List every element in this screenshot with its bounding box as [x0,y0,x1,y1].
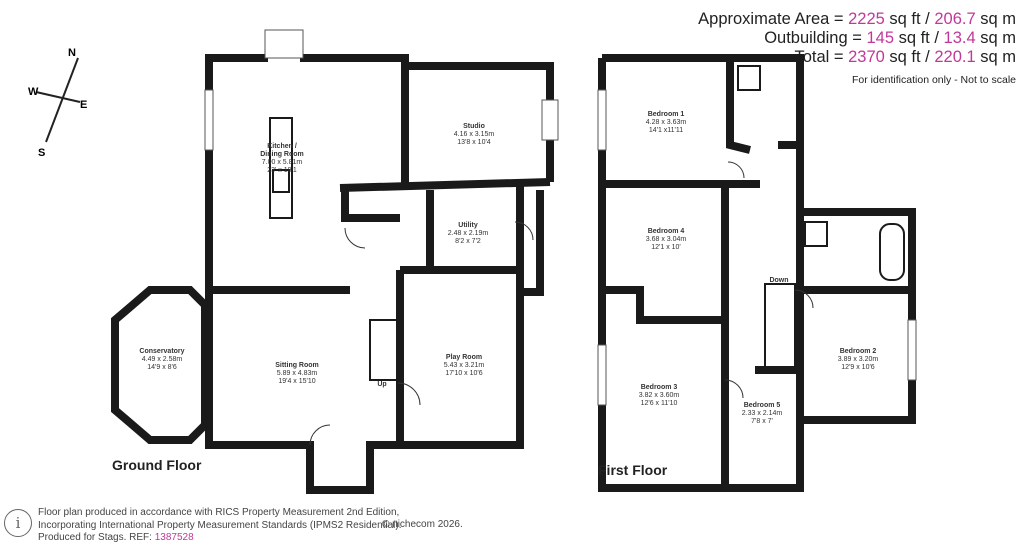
outbuilding-area: Outbuilding = 145 sq ft / 13.4 sq m [764,29,1016,47]
studio-label: Studio [463,123,485,130]
bedroom-2-label: Bedroom 2 [840,348,877,355]
kitchen-label: Kitchen / [267,143,297,150]
conservatory-imperial: 14'9 x 8'6 [147,364,177,371]
first-floor-plan: Bedroom 1 4.28 x 3.63m 14'1 x11'11 Bedro… [597,54,917,492]
bedroom-5-imperial: 7'8 x 7' [751,418,773,425]
footer-line-1: Floor plan produced in accordance with R… [38,507,400,518]
compass-east: E [80,99,87,111]
compass-south: S [38,147,45,159]
conservatory-metric: 4.49 x 2.58m [142,356,183,363]
french-doors [264,29,304,59]
bedroom-5-label: Bedroom 5 [744,402,781,409]
hob-icon [272,169,290,193]
bedroom-1-imperial: 14'1 x11'11 [649,127,683,134]
play-room-label: Play Room [446,354,482,361]
studio-imperial: 13'8 x 10'4 [457,139,491,146]
kitchen-island [269,117,293,219]
compass-north: N [68,47,76,59]
utility-label: Utility [458,222,478,229]
bedroom-1-label: Bedroom 1 [648,111,685,118]
play-room-metric: 5.43 x 3.21m [444,362,485,369]
bedroom-1-metric: 4.28 x 3.63m [646,119,687,126]
bedroom-3-label: Bedroom 3 [641,384,678,391]
bedroom-2-imperial: 12'9 x 10'6 [841,364,875,371]
shower-icon [737,65,761,91]
info-person-icon: i [4,509,32,537]
sitting-room-imperial: 19'4 x 15'10 [278,378,315,385]
compass-icon: N S E W [28,47,87,159]
footer-text: Floor plan produced in accordance with R… [38,507,402,545]
stairs-down-label: Down [769,277,788,284]
reference-number: 1387528 [154,532,194,543]
bedroom-4-label: Bedroom 4 [648,228,685,235]
ground-floor-label: Ground Floor [112,457,202,473]
conservatory-walls [111,286,209,444]
area-summary: Approximate Area = 2225 sq ft / 206.7 sq… [698,10,1016,90]
studio-metric: 4.16 x 3.15m [454,131,495,138]
utility-metric: 2.48 x 2.19m [448,230,489,237]
bedroom-4-metric: 3.68 x 3.04m [646,236,687,243]
utility-imperial: 8'2 x 7'2 [455,238,481,245]
footer-line-3: Produced for Stags. REF: 1387528 [38,532,194,543]
staircase [369,319,399,381]
approximate-area: Approximate Area = 2225 sq ft / 206.7 sq… [698,10,1016,28]
shower-icon-2 [804,221,828,247]
conservatory-label: Conservatory [139,348,184,355]
footer-line-2: Incorporating International Property Mea… [38,519,402,531]
scale-note: For identification only - Not to scale [852,74,1016,86]
total-area: Total = 2370 sq ft / 220.1 sq m [794,48,1016,66]
play-room-imperial: 17'10 x 10'6 [445,370,482,377]
studio-doors [541,99,559,141]
bedroom-3-imperial: 12'6 x 11'10 [641,400,678,407]
sitting-room-metric: 5.89 x 4.83m [277,370,318,377]
compass-west: W [28,86,39,98]
kitchen-metric: 7.00 x 5.81m [262,159,303,166]
bedroom-3-metric: 3.82 x 3.60m [639,392,680,399]
first-floor-label: First Floor [598,462,668,478]
bath-icon [879,223,905,281]
staircase-first [764,283,796,371]
ground-floor-plan: Kitchen / Dining Room 7.00 x 5.81m 23' x… [111,29,559,494]
bedroom-4-imperial: 12'1 x 10' [651,244,681,251]
copyright: © nichecom 2026. [382,519,463,530]
bedroom-2-metric: 3.89 x 3.20m [838,356,879,363]
sitting-room-label: Sitting Room [275,362,319,369]
stairs-up-label: Up [377,381,386,388]
kitchen-label-2: Dining Room [260,151,304,158]
bedroom-5-metric: 2.33 x 2.14m [742,410,783,417]
kitchen-imperial: 23' x 19'1 [267,167,297,174]
